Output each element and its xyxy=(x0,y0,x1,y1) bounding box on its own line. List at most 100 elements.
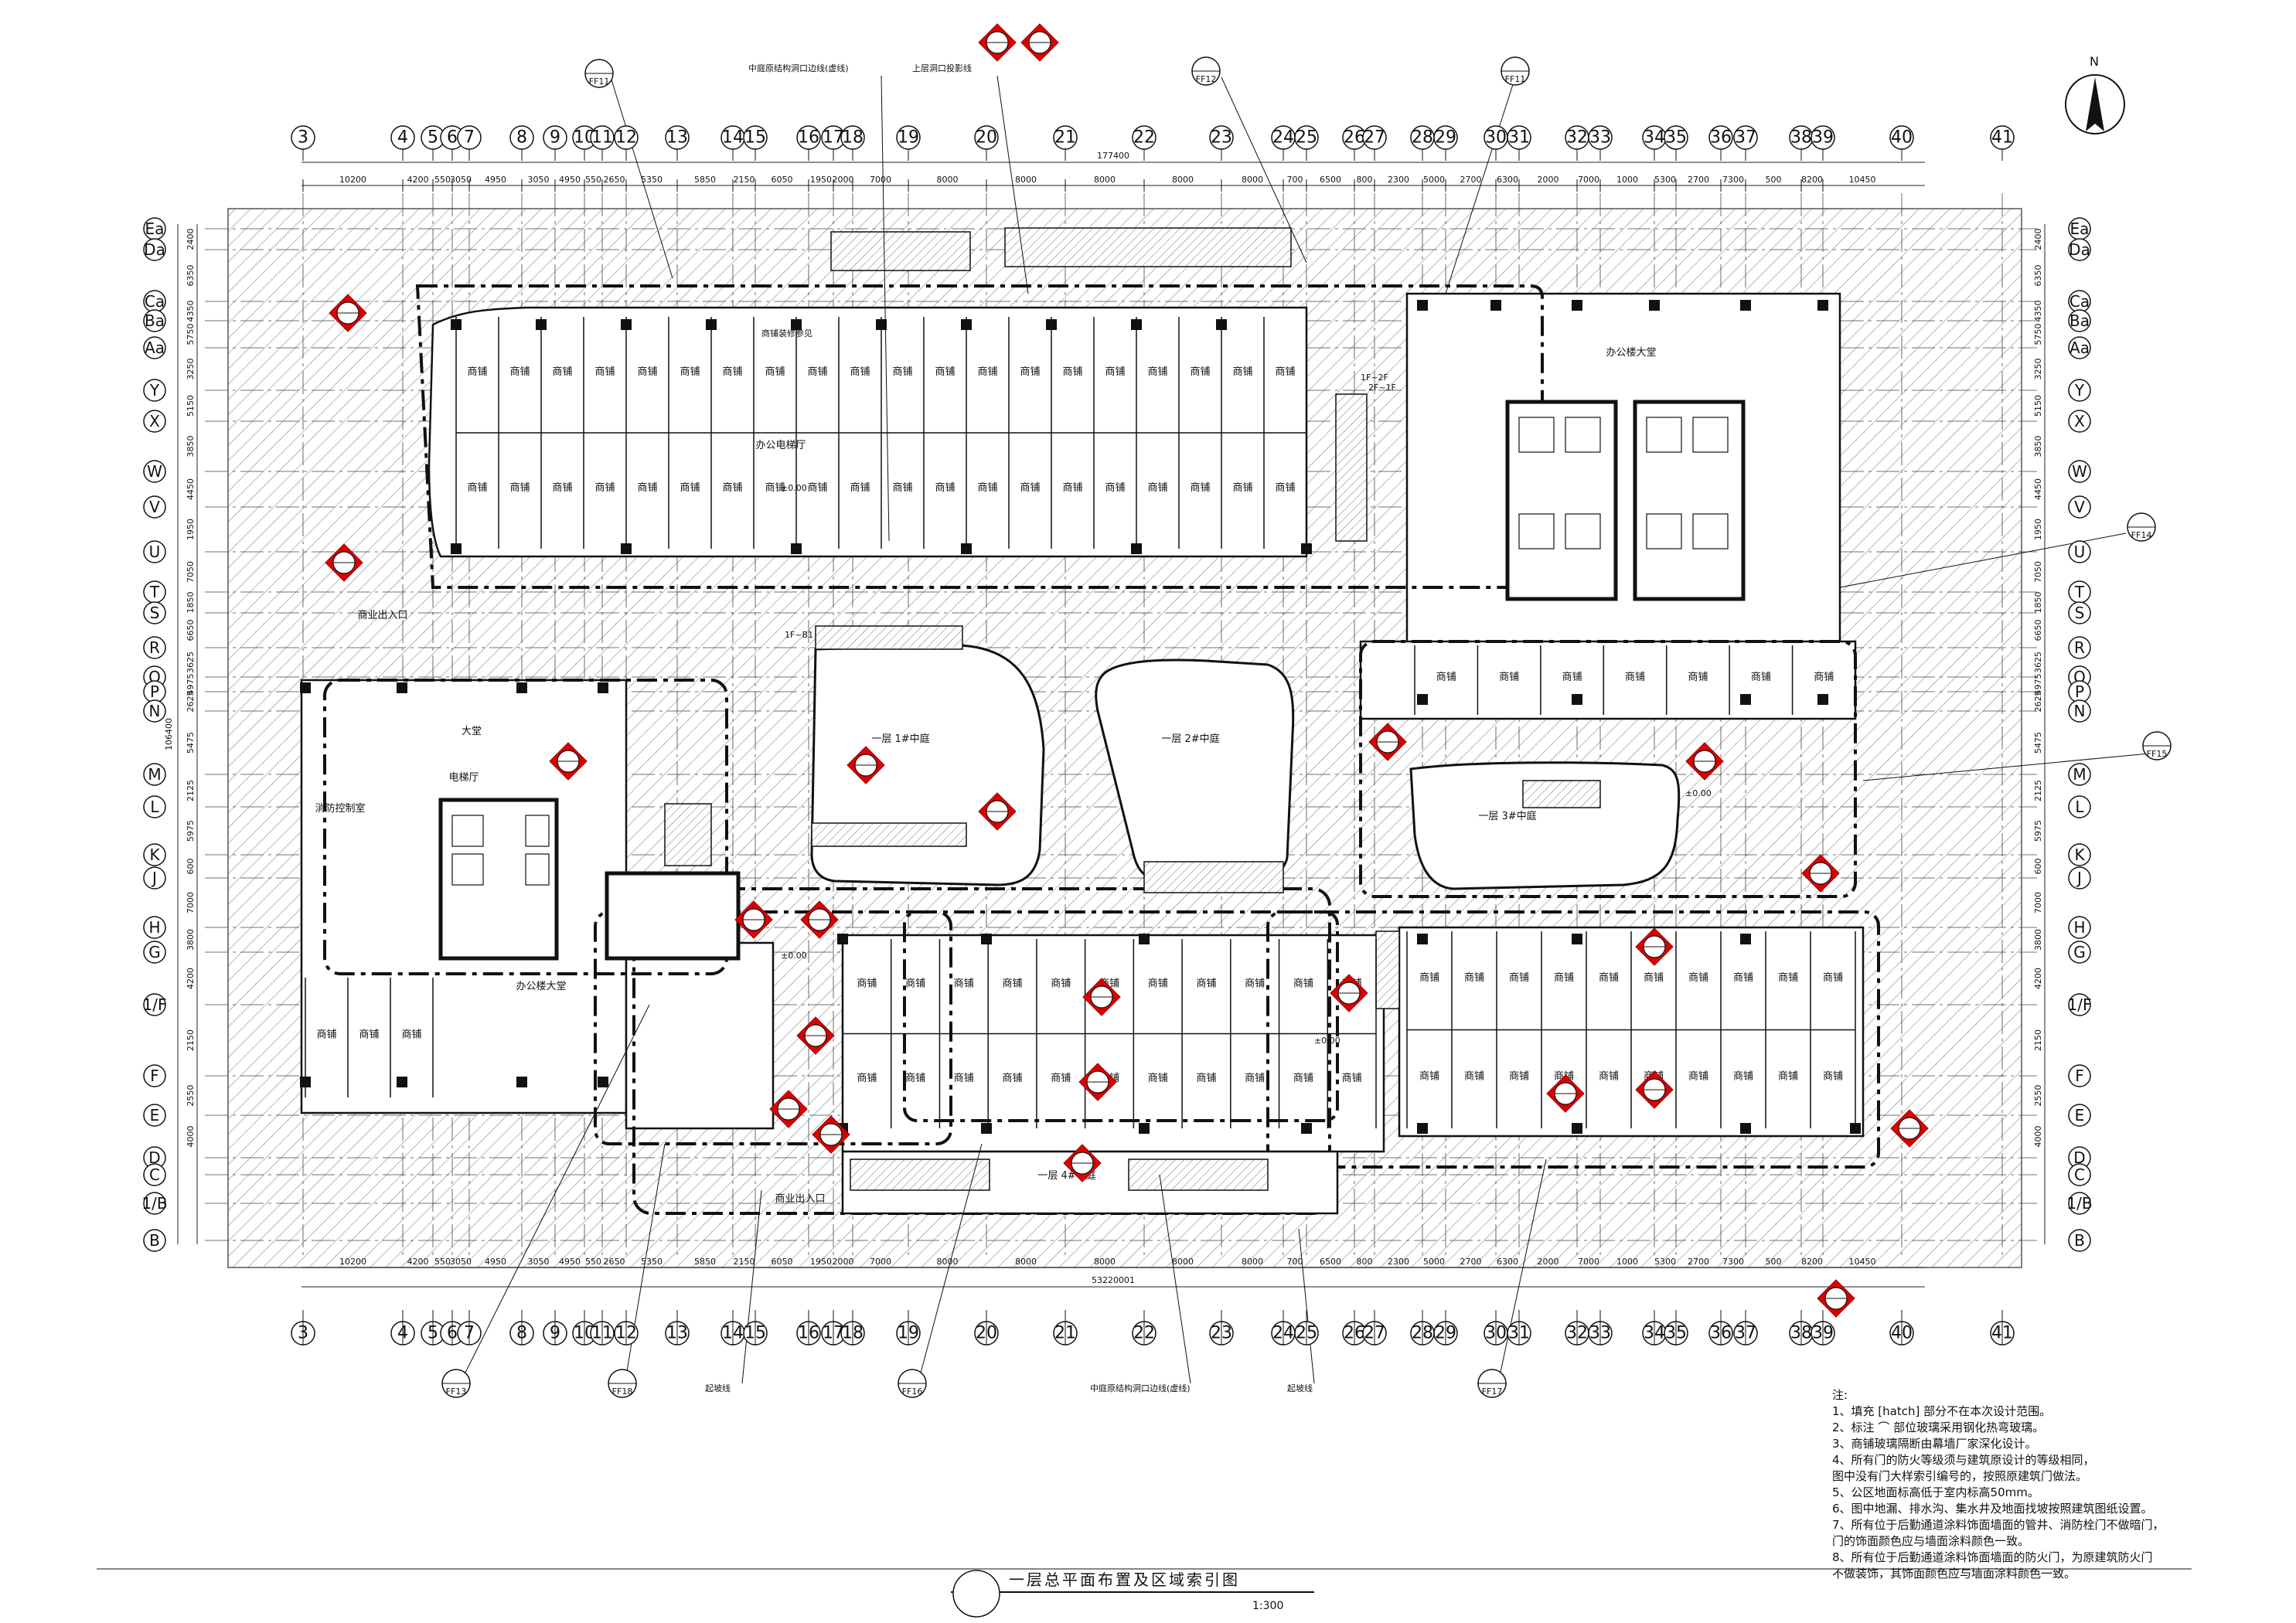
grid-bubble-row: Ea xyxy=(2068,217,2091,240)
grid-bubble-col: 20 xyxy=(974,1310,999,1346)
dim-segment-top: 800 xyxy=(1357,175,1373,185)
grid-bubble-col: 35 xyxy=(1664,125,1688,161)
shop-label: 商铺 xyxy=(1275,366,1295,378)
drawing-title: 一层总平面布置及区域索引图 xyxy=(1009,1570,1240,1589)
dim-segment-left: 4200 xyxy=(186,968,196,989)
grid-bubble-col: 25 xyxy=(1294,1310,1319,1346)
dimension-texts: 1020010200420042005505503050305049504950… xyxy=(186,175,2043,1267)
note-8b: 不做装饰，其饰面颜色应与墙面涂料颜色一致。 xyxy=(1832,1567,2076,1580)
grid-bubble-col: 8 xyxy=(509,125,534,161)
grid-bubble-label: 14 xyxy=(722,128,744,148)
grid-bubble-label: 15 xyxy=(744,128,766,148)
grid-bubble-col: 23 xyxy=(1209,1310,1234,1346)
column xyxy=(981,1123,992,1134)
column xyxy=(1139,934,1150,944)
grid-bubble-col: 26 xyxy=(1342,1310,1367,1346)
shop-label: 商铺 xyxy=(359,1029,379,1041)
index-tag-ff17: FF17 xyxy=(1477,1369,1507,1398)
shop-label: 商铺 xyxy=(1293,978,1313,989)
grid-bubble-col: 14 xyxy=(720,1310,745,1346)
shop-label: 商铺 xyxy=(1293,1073,1313,1084)
dim-segment-left: 6650 xyxy=(186,620,196,641)
dim-segment-right: 4200 xyxy=(2033,968,2043,989)
dim-segment-left: 4350 xyxy=(186,301,196,322)
dim-segment-top: 5850 xyxy=(694,175,716,185)
column xyxy=(1046,319,1057,330)
dim-segment-top: 8200 xyxy=(1801,175,1823,185)
grid-bubble-row-label: M xyxy=(148,765,161,784)
dim-segment-top: 7300 xyxy=(1722,175,1744,185)
dim-segment-right: 2625 xyxy=(2033,691,2043,713)
grid-bubble-row-label: X xyxy=(149,412,160,430)
dim-segment-bottom: 500 xyxy=(1766,1257,1782,1267)
shop-label: 商铺 xyxy=(1436,672,1456,683)
grid-bubble-row-label: Da xyxy=(144,240,165,259)
shop-label: 商铺 xyxy=(850,482,870,494)
grid-bubble-label: 39 xyxy=(1812,128,1834,148)
grid-bubble-label: 37 xyxy=(1735,128,1756,148)
grid-bubble-col: 30 xyxy=(1484,1310,1508,1346)
dim-segment-top: 5300 xyxy=(1654,175,1676,185)
dim-segment-left: 600 xyxy=(186,859,196,875)
room-fire-control: 消防控制室 xyxy=(315,802,365,815)
grid-bubble-col: 19 xyxy=(896,1310,921,1346)
dim-segment-right: 4975 xyxy=(2033,674,2043,696)
shop-label: 商铺 xyxy=(637,482,657,494)
grid-bubble-row-label: 1/F xyxy=(143,995,167,1014)
shop-label: 商铺 xyxy=(892,482,912,494)
dim-segment-bottom: 8000 xyxy=(1172,1257,1194,1267)
grid-bubble-row-label: D xyxy=(148,1148,160,1167)
shop-label: 商铺 xyxy=(552,482,572,494)
grid-bubble-col: 33 xyxy=(1588,125,1613,161)
dim-segment-right: 3850 xyxy=(2033,436,2043,458)
shop-label: 商铺 xyxy=(765,366,785,378)
dim-segment-left: 5475 xyxy=(186,732,196,754)
grid-bubble-col: 32 xyxy=(1565,125,1589,161)
dim-segment-top: 3050 xyxy=(450,175,472,185)
grid-bubble-label: 18 xyxy=(842,128,864,148)
grid-bubble-col: 11 xyxy=(590,125,615,161)
shop-label: 商铺 xyxy=(722,482,742,494)
grid-bubble-row-label: Aa xyxy=(2069,339,2090,357)
grid-bubble-row-label: Da xyxy=(2069,240,2090,259)
dim-segment-right: 5475 xyxy=(2033,732,2043,754)
dim-segment-bottom: 10450 xyxy=(1849,1257,1876,1267)
dim-segment-bottom: 8000 xyxy=(1015,1257,1037,1267)
label-guide: 商铺装修参见 xyxy=(761,328,812,339)
grid-bubble-row: V xyxy=(2068,495,2091,519)
column xyxy=(1649,300,1660,311)
grid-bubble-row: J xyxy=(2068,866,2091,890)
note-7: 7、所有位于后勤通道涂料饰面墙面的管井、消防栓门不做暗门， xyxy=(1832,1518,2165,1532)
column xyxy=(300,682,311,693)
grid-bubble-col: 5 xyxy=(421,1310,445,1346)
grid-bubble-row-label: L xyxy=(150,798,159,816)
column xyxy=(621,319,632,330)
shop-label: 商铺 xyxy=(1599,1070,1619,1082)
shop-label: 商铺 xyxy=(1733,1070,1753,1082)
grid-bubble-row: 1/B xyxy=(2066,1192,2093,1215)
grid-bubble-col: 14 xyxy=(720,125,745,161)
shop-label: 商铺 xyxy=(1778,972,1798,984)
dim-segment-top: 6050 xyxy=(772,175,793,185)
grid-bubble-row-label: P xyxy=(150,682,159,701)
grid-bubble-row: M xyxy=(2068,763,2091,786)
dim-segment-bottom: 2650 xyxy=(604,1257,625,1267)
column xyxy=(536,319,547,330)
note-7b: 门的饰面颜色应与墙面涂料颜色一致。 xyxy=(1832,1534,2030,1548)
svg-text:FF11: FF11 xyxy=(1505,74,1526,84)
dim-segment-bottom: 6500 xyxy=(1320,1257,1341,1267)
dim-segment-bottom: 8000 xyxy=(937,1257,959,1267)
grid-bubble-row: Ba xyxy=(2068,309,2091,332)
grid-bubble-row-label: X xyxy=(2074,412,2085,430)
grid-bubble-row-label: K xyxy=(149,846,160,864)
column xyxy=(1417,694,1428,705)
dim-segment-top: 1000 xyxy=(1616,175,1638,185)
shop-label: 商铺 xyxy=(1464,1070,1484,1082)
dim-segment-bottom: 8000 xyxy=(1094,1257,1116,1267)
index-tag-ff14: FF14 xyxy=(2127,512,2156,542)
index-symbol xyxy=(329,294,367,332)
shop-label: 商铺 xyxy=(1232,366,1252,378)
grid-bubble-row-label: M xyxy=(2073,765,2086,784)
notes-block: 注: 1、填充 [hatch] 部分不在本次设计范围。 2、标注 ⌒ 部位玻璃采… xyxy=(1832,1387,2265,1582)
grid-bubble-row: G xyxy=(2068,941,2091,964)
